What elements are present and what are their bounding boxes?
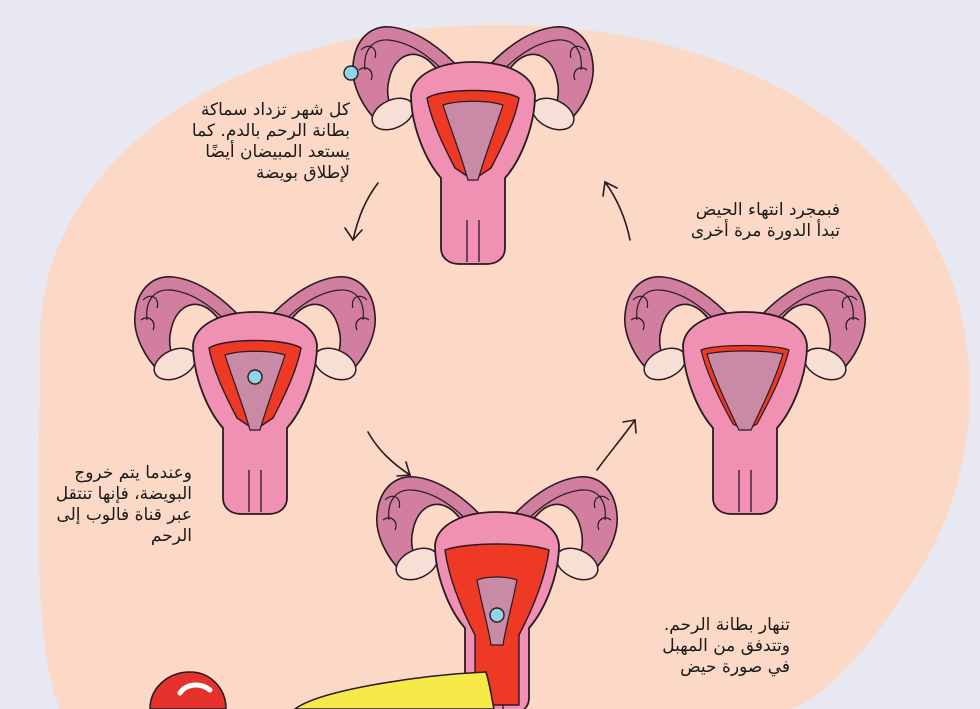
caption-menstruation: تنهار بطانة الرحم. وتتدفق من المهبل في ص… [590,615,790,678]
caption-cycle-restart: فبمجرد انتهاء الحيض تبدأ الدورة مرة أخرى [620,200,840,242]
egg-traveling [248,370,262,384]
caption-ovulation: وعندما يتم خروج البويضة، فإنها تنتقل عبر… [0,463,192,547]
egg-shed [490,608,504,622]
caption-lining-thickening: كل شهر تزداد سماكة بطانة الرحم بالدم. كم… [150,100,350,184]
egg-in-ovary [344,66,358,80]
